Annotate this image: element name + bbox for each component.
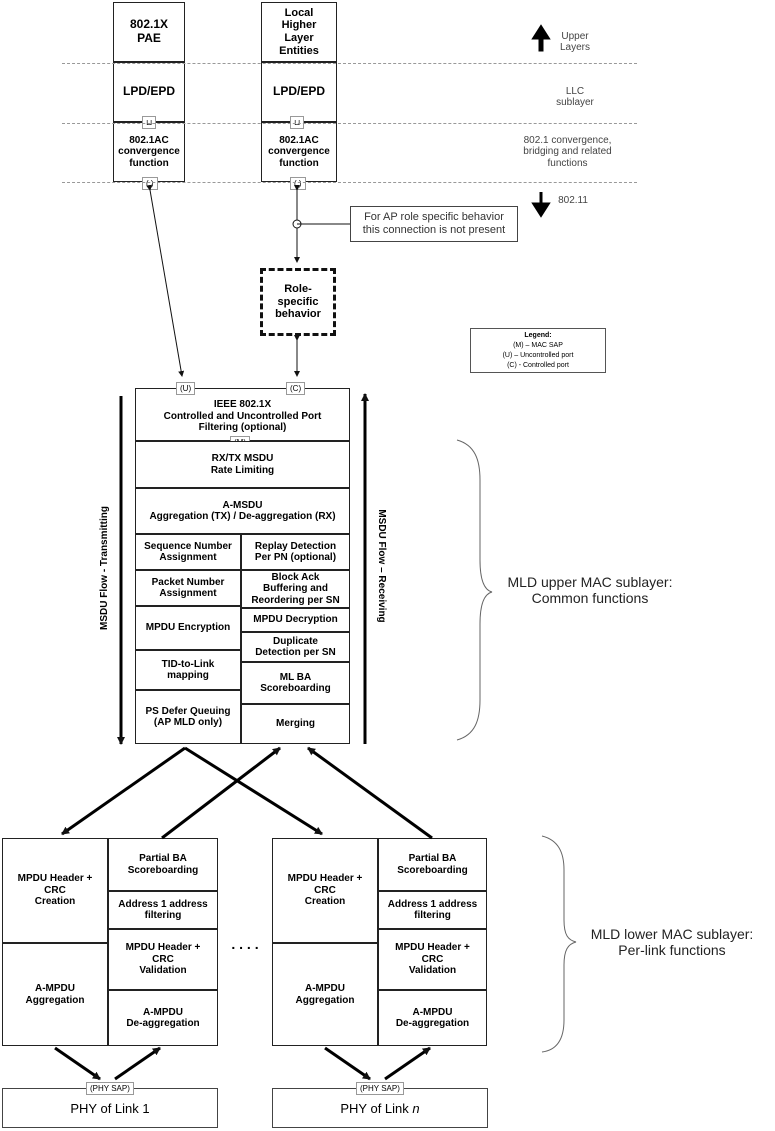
phy-sap-label-link-1: (PHY SAP) bbox=[86, 1082, 134, 1095]
down-80211-arrow bbox=[531, 192, 551, 218]
phy-link-n-number: n bbox=[412, 1100, 420, 1116]
legend-box: Legend: (M) – MAC SAP (U) – Uncontrolled… bbox=[470, 328, 606, 373]
block-ack-box: Block Ack Buffering and Reordering per S… bbox=[241, 570, 350, 608]
convergence-layer-label: 802.1 convergence, bridging and related … bbox=[523, 134, 612, 169]
phy-link-n-prefix: PHY of Link bbox=[340, 1100, 413, 1116]
port-u-label: (U) bbox=[176, 382, 196, 395]
llc-sublayer-label: LLC sublayer bbox=[556, 85, 594, 109]
pae-box: 802.1X PAE bbox=[113, 2, 185, 62]
separator-llc-convergence bbox=[62, 123, 637, 124]
lpd-epd-left-box: LPD/EPD bbox=[113, 62, 185, 122]
role-specific-behavior-box: Role- specific behavior bbox=[260, 268, 336, 336]
link1-phy-to-rx-arrow bbox=[114, 1046, 161, 1081]
rate-limiting-box: RX/TX MSDU Rate Limiting bbox=[135, 441, 350, 488]
upper-mac-sublayer-label: MLD upper MAC sublayer: Common functions bbox=[507, 573, 673, 606]
lower-mac-sublayer-label: MLD lower MAC sublayer: Per-link functio… bbox=[590, 925, 754, 958]
mpdu-decryption-box: MPDU Decryption bbox=[241, 608, 350, 632]
tid-to-link-box: TID-to-Link mapping bbox=[135, 650, 241, 690]
replay-detection-box: Replay Detection Per PN (optional) bbox=[241, 534, 350, 570]
ellipsis-between-links: . . . . bbox=[231, 935, 259, 952]
convergence-right-box: 802.1AC convergence function bbox=[261, 122, 337, 182]
port-c-label: (C) bbox=[286, 382, 306, 395]
phy-link-1-number: 1 bbox=[142, 1100, 150, 1116]
ampdu-aggregation-box: A-MPDU Aggregation bbox=[2, 943, 108, 1046]
ieee80211-label: 802.11 bbox=[558, 195, 588, 207]
mpdu-header-crc-creation-box: MPDU Header + CRC Creation bbox=[2, 838, 108, 943]
legend-item: (U) – Uncontrolled port bbox=[502, 352, 574, 359]
partial-ba-scoreboarding-box: Partial BA Scoreboarding bbox=[108, 838, 218, 891]
upper-mac-brace bbox=[456, 439, 493, 741]
mpdu-encryption-box: MPDU Encryption bbox=[135, 606, 241, 650]
lpd-epd-right-box: LPD/EPD bbox=[261, 62, 337, 122]
upper-to-linkn-arrow bbox=[184, 746, 323, 836]
ampdu-deaggregation-box: A-MPDU De-aggregation bbox=[108, 990, 218, 1046]
lower-mac-brace bbox=[541, 835, 577, 1053]
uncontrolled-port-link bbox=[146, 184, 185, 377]
ampdu-aggregation-box: A-MPDU Aggregation bbox=[272, 943, 378, 1046]
phy-sap-label-link-n: (PHY SAP) bbox=[356, 1082, 404, 1095]
sap-glyph-left: ⊔ bbox=[142, 116, 157, 129]
mpdu-header-crc-validation-box: MPDU Header + CRC Validation bbox=[378, 929, 487, 990]
upper-layers-arrow bbox=[531, 24, 551, 52]
ap-role-callout: For AP role specific behavior this conne… bbox=[350, 206, 518, 242]
separator-upper-llc bbox=[62, 63, 637, 64]
local-higher-layer-box: Local Higher Layer Entities bbox=[261, 2, 337, 62]
sequence-number-box: Sequence Number Assignment bbox=[135, 534, 241, 570]
ml-ba-scoreboarding-box: ML BA Scoreboarding bbox=[241, 662, 350, 704]
packet-number-box: Packet Number Assignment bbox=[135, 570, 241, 606]
phy-link-1-prefix: PHY of Link bbox=[70, 1100, 143, 1116]
legend-item: (C) - Controlled port bbox=[507, 362, 569, 369]
ampdu-deaggregation-box: A-MPDU De-aggregation bbox=[378, 990, 487, 1046]
ps-defer-box: PS Defer Queuing (AP MLD only) bbox=[135, 690, 241, 744]
separator-convergence-80211 bbox=[62, 182, 637, 183]
legend-item: (M) – MAC SAP bbox=[513, 342, 563, 349]
link1-to-merging-arrow bbox=[161, 746, 281, 840]
address-filtering-box: Address 1 address filtering bbox=[378, 891, 487, 929]
upper-to-link1-arrow bbox=[61, 746, 186, 836]
sap-glyph-right: ⊔ bbox=[290, 116, 305, 129]
amsdu-box: A-MSDU Aggregation (TX) / De-aggregation… bbox=[135, 488, 350, 534]
link1-tx-to-phy-arrow bbox=[54, 1046, 101, 1081]
upper-layers-label: Upper Layers bbox=[559, 30, 590, 54]
linkn-phy-to-rx-arrow bbox=[384, 1046, 431, 1081]
mpdu-header-crc-validation-box: MPDU Header + CRC Validation bbox=[108, 929, 218, 990]
linkn-to-merging-arrow bbox=[307, 746, 433, 840]
mpdu-header-crc-creation-box: MPDU Header + CRC Creation bbox=[272, 838, 378, 943]
merging-box: Merging bbox=[241, 704, 350, 744]
partial-ba-scoreboarding-box: Partial BA Scoreboarding bbox=[378, 838, 487, 891]
duplicate-detection-box: Duplicate Detection per SN bbox=[241, 632, 350, 662]
legend-title: Legend: bbox=[524, 332, 552, 339]
linkn-tx-to-phy-arrow bbox=[324, 1046, 371, 1081]
address-filtering-box: Address 1 address filtering bbox=[108, 891, 218, 929]
